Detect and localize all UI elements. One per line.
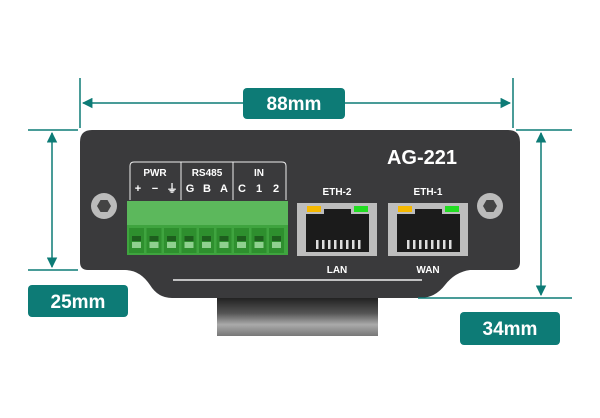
contact-pin [352, 240, 355, 249]
din-rail [217, 298, 378, 336]
svg-text:34mm: 34mm [483, 319, 538, 340]
width-label: 88mm [243, 88, 345, 119]
pin-label: + [135, 183, 141, 195]
terminal-block [127, 201, 288, 255]
eth-port-wan[interactable] [388, 203, 468, 256]
contact-pin [340, 240, 343, 249]
pin-label: G [186, 183, 195, 195]
terminal-screw[interactable] [181, 228, 197, 253]
led-green [445, 206, 459, 212]
contact-pin [425, 240, 428, 249]
contact-pin [334, 240, 337, 249]
contact-pin [413, 240, 416, 249]
group-label-rs485: RS485 [192, 168, 223, 179]
terminal-screw[interactable] [164, 228, 179, 253]
contact-pin [449, 240, 452, 249]
total-height-label: 34mm [460, 312, 560, 345]
led-amber [307, 206, 321, 212]
panel-height-label: 25mm [28, 285, 128, 317]
contact-pin [358, 240, 361, 249]
terminal-screw[interactable] [216, 228, 232, 253]
terminal-screw[interactable] [251, 228, 267, 253]
contact-pin [437, 240, 440, 249]
pin-label: A [220, 183, 228, 195]
pin-label: 2 [273, 183, 279, 195]
contact-pin [431, 240, 434, 249]
contact-pin [419, 240, 422, 249]
group-label-pwr: PWR [143, 168, 167, 179]
svg-text:25mm: 25mm [51, 292, 106, 313]
pin-label: 1 [256, 183, 262, 195]
pin-label: − [152, 183, 158, 195]
port-label-lan: LAN [327, 265, 348, 276]
pin-label: B [203, 183, 211, 195]
group-label-in: IN [254, 168, 264, 179]
port-label-wan: WAN [416, 265, 439, 276]
contact-pin [346, 240, 349, 249]
terminal-screw[interactable] [146, 228, 162, 253]
led-green [354, 206, 368, 212]
led-amber [398, 206, 412, 212]
port-label-eth1: ETH-1 [414, 187, 443, 198]
screw-right-icon [477, 193, 503, 219]
contact-pin [443, 240, 446, 249]
contact-pin [316, 240, 319, 249]
pin-label: ⏚ [167, 182, 178, 195]
contact-pin [407, 240, 410, 249]
eth-port-lan[interactable] [297, 203, 377, 256]
screw-left-icon [91, 193, 117, 219]
port-label-eth2: ETH-2 [323, 187, 352, 198]
pin-label: C [238, 183, 246, 195]
terminal-screw[interactable] [234, 228, 249, 253]
terminal-screw[interactable] [269, 228, 284, 253]
terminal-screw[interactable] [199, 228, 214, 253]
terminal-screw[interactable] [129, 228, 144, 253]
contact-pin [328, 240, 331, 249]
svg-text:88mm: 88mm [267, 94, 322, 115]
contact-pin [322, 240, 325, 249]
model-label: AG-221 [387, 147, 457, 169]
